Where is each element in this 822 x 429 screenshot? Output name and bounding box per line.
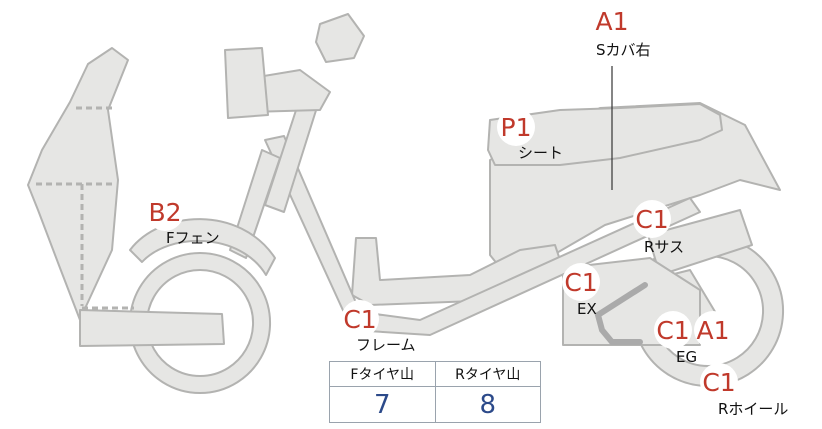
front-wheel-tire [129,252,272,394]
tread-value-row: 7 8 [330,387,540,423]
headlight [224,47,269,119]
grade-text: C1 [656,315,690,345]
grade-text: A1 [595,6,629,36]
grade-badge-rear-suspension[interactable]: C1 [633,200,671,238]
front-tire-tread-header: Fタイヤ山 [350,367,415,383]
grade-badge-exhaust[interactable]: C1 [562,263,600,301]
tire-tread-table: Fタイヤ山 Rタイヤ山 7 8 [329,361,541,423]
grade-badge-seat[interactable]: P1 [497,108,535,146]
grade-badge-engine-c[interactable]: C1 [654,311,692,349]
part-label-rear-suspension: Rサス [644,238,685,256]
grade-badge-rear-wheel[interactable]: C1 [700,363,738,401]
rear-tire-tread-header: Rタイヤ山 [434,362,541,386]
part-label-frame: フレーム [356,336,416,354]
tread-header-row: Fタイヤ山 Rタイヤ山 [330,362,540,387]
seat-shape [487,103,723,166]
grade-text: C1 [564,267,598,297]
floor-step [79,309,225,347]
mirror [315,13,365,63]
part-label-s-cover: Sカバ右 [596,41,651,59]
grade-text: C1 [635,204,669,234]
part-label-exhaust: EX [577,300,597,318]
part-label-seat: シート [518,144,564,162]
grade-badge-s-cover[interactable]: A1 [593,2,631,40]
part-label-engine: EG [676,348,698,366]
grade-text: P1 [500,112,532,142]
frame-tube [264,135,701,336]
grade-text: A1 [696,315,730,345]
grade-text: C1 [343,304,377,334]
grade-text: B2 [148,197,182,227]
grade-badge-front-fender[interactable]: B2 [146,193,184,231]
grade-text: C1 [702,367,736,397]
part-label-front-fender: Fフェン [166,229,220,247]
part-label-rear-wheel: Rホイール [718,400,789,418]
front-tire-tread-value: 7 [373,390,391,420]
grade-badge-engine-a[interactable]: A1 [694,311,732,349]
exhaust-pipe [594,282,648,345]
rear-tire-tread-value: 8 [434,387,541,423]
grade-badge-frame[interactable]: C1 [341,300,379,338]
